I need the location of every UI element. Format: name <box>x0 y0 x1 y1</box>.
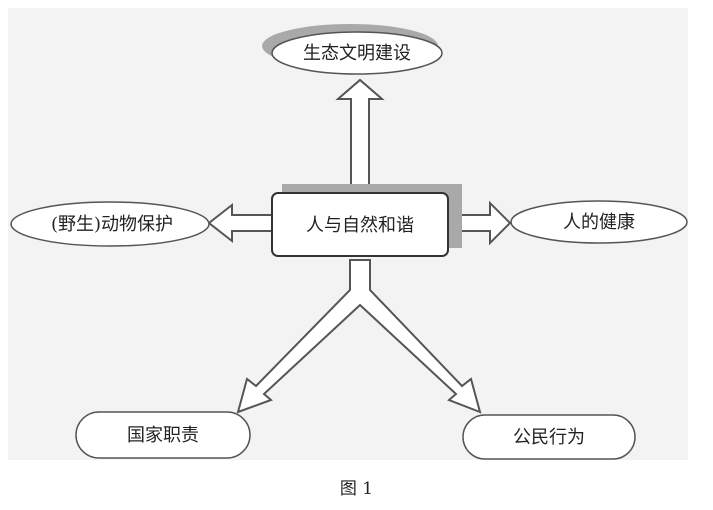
arrow-up <box>335 78 385 191</box>
diagram-canvas: 生态文明建设 人与自然和谐 (野生)动物保护 人的健康 国家职责 公民行为 <box>8 8 688 460</box>
node-right-label: 人的健康 <box>563 212 635 233</box>
node-bottom-left <box>75 411 251 459</box>
node-left <box>10 201 210 247</box>
figure-caption: 图 1 <box>339 479 374 499</box>
node-bottom-right <box>462 414 636 460</box>
node-center <box>271 192 449 257</box>
node-top-label: 生态文明建设 <box>303 43 411 64</box>
node-bottom-right-label: 公民行为 <box>513 427 585 448</box>
node-right <box>510 200 688 244</box>
node-center-label: 人与自然和谐 <box>306 215 414 236</box>
arrow-split-down <box>236 259 482 414</box>
node-top <box>271 31 443 75</box>
arrow-left <box>207 202 273 244</box>
node-left-label: (野生)动物保护 <box>51 214 173 235</box>
node-bottom-left-label: 国家职责 <box>127 425 199 446</box>
